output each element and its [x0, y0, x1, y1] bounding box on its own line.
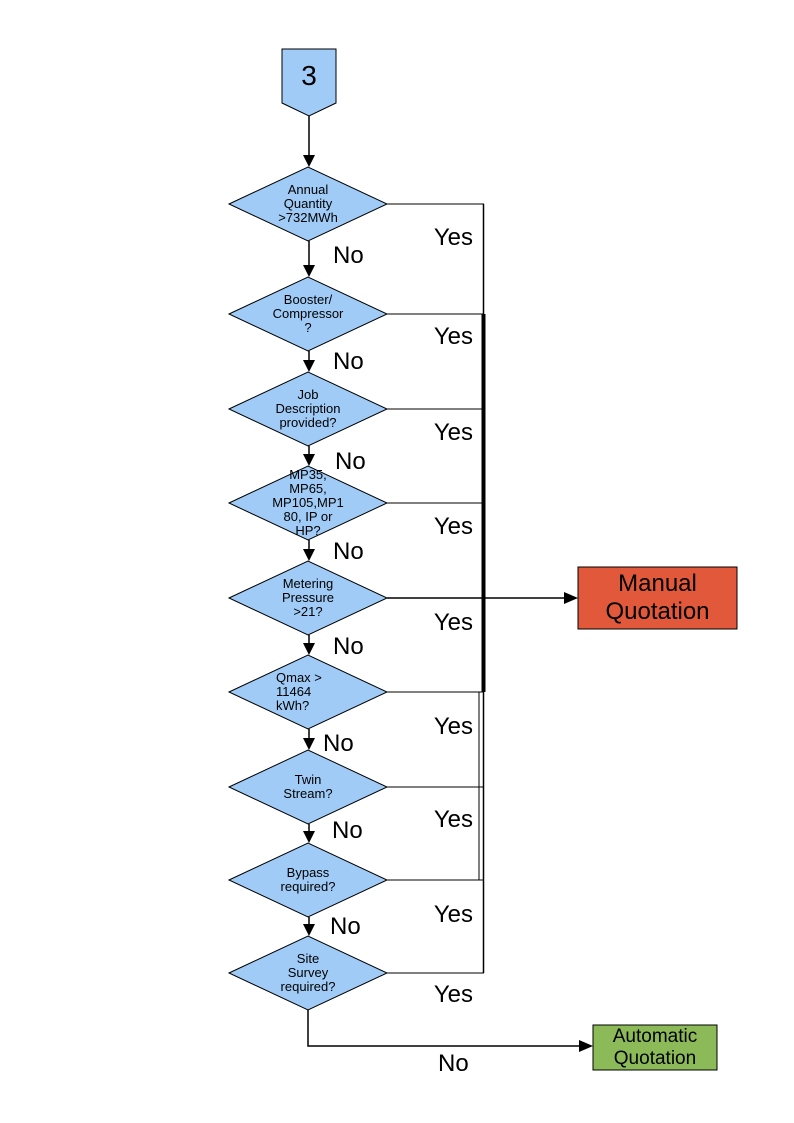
offpage-connector-label: 3 — [301, 60, 317, 91]
arrowhead-down-icon — [303, 549, 315, 561]
decision-label-metering-pressure: Metering Pressure >21? — [281, 576, 335, 619]
yes-label-pressure-tier: Yes — [433, 513, 473, 540]
arrowhead-right-icon — [579, 1040, 593, 1052]
decision-label-annual-quantity: Annual Quantity >732MWh — [278, 182, 338, 225]
no-label-qmax: No — [323, 730, 354, 757]
automatic-quotation-box — [592, 1024, 718, 1071]
automatic-quotation-label: Automatic Quotation — [612, 1025, 698, 1069]
no-label-booster-compressor: No — [333, 348, 364, 375]
decision-label-qmax: Qmax > 11464 kWh? — [276, 670, 322, 713]
manual-quotation-label: Manual Quotation — [605, 570, 710, 625]
yes-label-bypass: Yes — [433, 901, 473, 928]
decision-label-site-survey: Site Survey required? — [280, 951, 336, 994]
no-label-pressure-tier: No — [333, 538, 364, 565]
no-label-job-description: No — [335, 448, 366, 475]
arrowhead-down-icon — [303, 454, 315, 466]
automatic-quotation-path — [307, 1010, 580, 1047]
yes-label-booster-compressor: Yes — [433, 323, 473, 350]
arrowhead-down-icon — [303, 265, 315, 277]
no-label-site-survey: No — [438, 1050, 469, 1077]
yes-label-qmax: Yes — [433, 713, 473, 740]
decision-label-twin-stream: Twin Stream? — [283, 772, 333, 801]
yes-label-metering-pressure: Yes — [433, 609, 473, 636]
arrowhead-down-icon — [303, 831, 315, 843]
no-label-annual-quantity: No — [333, 242, 364, 269]
no-label-twin-stream: No — [332, 817, 363, 844]
arrowhead-right-icon — [564, 592, 578, 604]
decision-label-pressure-tier: MP35, MP65, MP105,MP1 80, IP or HP? — [272, 467, 344, 538]
decision-label-job-description: Job Description provided? — [275, 387, 341, 430]
offpage-connector-shape — [281, 48, 337, 117]
yes-label-site-survey: Yes — [433, 981, 473, 1008]
arrowhead-down-icon — [303, 360, 315, 372]
arrowhead-down-icon — [303, 155, 315, 167]
yes-label-job-description: Yes — [433, 419, 473, 446]
no-label-bypass: No — [330, 913, 361, 940]
yes-label-twin-stream: Yes — [433, 806, 473, 833]
manual-quotation-box — [577, 566, 738, 630]
decision-label-bypass: Bypass required? — [280, 865, 336, 894]
yes-label-annual-quantity: Yes — [433, 224, 473, 251]
no-label-metering-pressure: No — [333, 633, 364, 660]
decision-label-booster-compressor: Booster/ Compressor ? — [272, 292, 344, 335]
arrowhead-down-icon — [303, 643, 315, 655]
arrowhead-down-icon — [303, 738, 315, 750]
arrowhead-down-icon — [303, 924, 315, 936]
